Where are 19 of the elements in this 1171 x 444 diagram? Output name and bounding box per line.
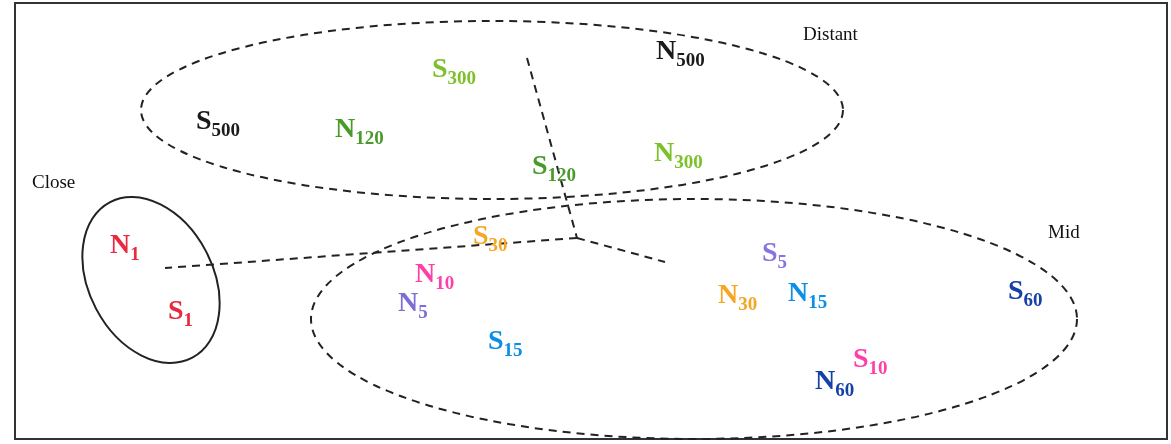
cluster-heading: Distant — [803, 24, 858, 43]
data-point-label: N$_{120}$ — [335, 114, 384, 147]
data-point-label: N$_{300}$ — [654, 138, 703, 171]
cluster-heading: Close — [32, 172, 76, 191]
data-point-label: N$_{30}$ — [718, 280, 758, 313]
data-point-label: S$_{10}$ — [853, 344, 888, 377]
data-point-label: S$_{5}$ — [762, 238, 788, 271]
data-point-label: N$_{15}$ — [788, 278, 828, 311]
data-point-label: N$_{500}$ — [656, 36, 705, 69]
data-point-label: S$_{15}$ — [488, 326, 523, 359]
data-point-label: S$_{60}$ — [1008, 276, 1043, 309]
data-point-label: S$_{500}$ — [196, 106, 241, 139]
cluster-ellipse — [310, 198, 1078, 440]
data-point-label: S$_{1}$ — [168, 296, 194, 329]
data-point-label: S$_{300}$ — [432, 54, 477, 87]
data-point-label: N$_{1}$ — [110, 230, 140, 263]
data-point-label: N$_{60}$ — [815, 366, 855, 399]
data-point-label: S$_{120}$ — [532, 151, 577, 184]
cluster-heading: Mid — [1048, 222, 1080, 241]
